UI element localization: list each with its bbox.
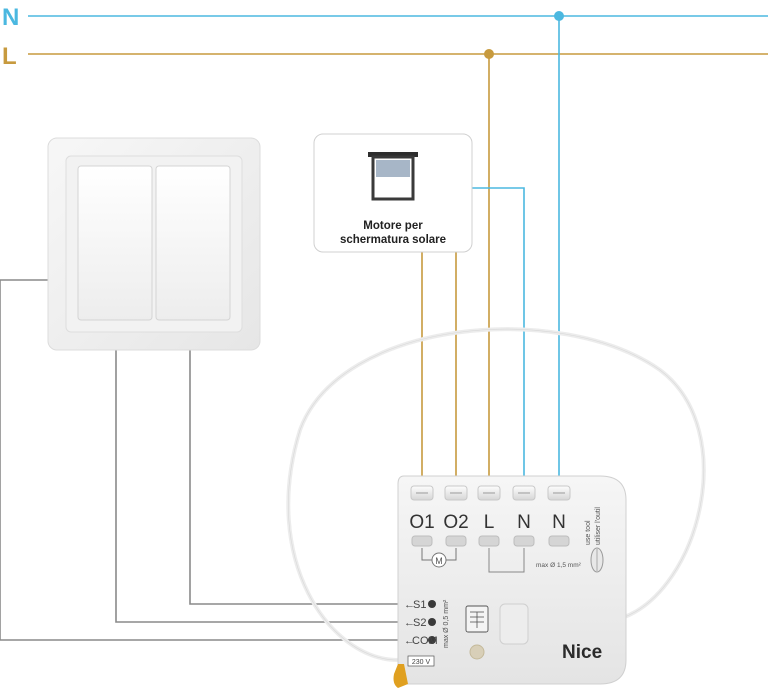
terminal-label-n1: N — [517, 512, 531, 533]
motor-label-line1: Motore per — [363, 220, 423, 232]
motor-label-line2: schermatura solare — [340, 234, 446, 246]
terminal-label-n2: N — [552, 512, 566, 533]
use-tool-label-fr: utiliser l'outil — [595, 507, 602, 545]
switch-wire-s2 — [115, 350, 398, 623]
switch-rocker-left[interactable] — [77, 165, 153, 321]
input-label-com-text: COM — [412, 635, 438, 647]
input-terminals — [428, 600, 436, 644]
double-wall-switch[interactable] — [47, 137, 261, 351]
motor-wire-neutral — [472, 187, 525, 486]
terminal-label-o2: O2 — [443, 512, 468, 533]
terminal-label-o1: O1 — [409, 512, 434, 533]
input-label-com-arrow: ← — [404, 635, 415, 647]
neutral-bridge-mark — [488, 548, 525, 573]
input-label-s2-text: S2 — [413, 617, 426, 629]
terminal-screw-o1[interactable] — [410, 485, 434, 501]
input-label-s1: ← — [404, 599, 415, 611]
motor-box: Motore per schermatura solare — [313, 133, 473, 253]
terminal-screw-o2[interactable] — [444, 485, 468, 501]
neutral-rail: N — [2, 4, 768, 31]
switch-wire-com — [0, 279, 398, 641]
terminal-screw-l[interactable] — [477, 485, 501, 501]
input-hole-s2[interactable] — [428, 618, 436, 626]
input-label-s1-text: S1 — [413, 599, 426, 611]
input-label-s2-arrow: ← — [404, 617, 415, 629]
tool-icon — [590, 547, 604, 573]
max-wire-inputs: max Ø 0,5 mm² — [443, 599, 450, 648]
status-led — [469, 644, 485, 660]
neutral-rail-label: N — [2, 4, 19, 31]
line-rail: L — [2, 43, 768, 70]
program-button-icon[interactable] — [465, 605, 489, 633]
voltage-badge: 230 V — [407, 655, 435, 667]
module-body — [397, 475, 627, 685]
nice-module: O1 O2 L N N M max Ø 1,5 mm² use tool uti… — [397, 475, 627, 685]
antenna-tip — [393, 664, 408, 688]
svg-text:M: M — [435, 556, 443, 566]
switch-wire-s1 — [189, 350, 398, 605]
terminal-label-l: L — [484, 512, 495, 533]
switch-rocker-right[interactable] — [155, 165, 231, 321]
input-hole-com[interactable] — [428, 636, 436, 644]
voltage-label: 230 V — [412, 659, 431, 666]
terminal-screws — [410, 485, 571, 501]
line-rail-label: L — [2, 43, 17, 70]
input-hole-s1[interactable] — [428, 600, 436, 608]
max-wire-power: max Ø 1,5 mm² — [536, 562, 582, 569]
shade-motor-icon — [368, 152, 418, 201]
use-tool-label: use tool — [585, 520, 592, 545]
motor-symbol-icon: M — [421, 548, 457, 568]
terminal-screw-n2[interactable] — [547, 485, 571, 501]
terminal-openings — [411, 535, 570, 547]
program-button[interactable] — [499, 603, 529, 645]
terminal-screw-n1[interactable] — [512, 485, 536, 501]
brand-logo: Nice — [562, 642, 602, 663]
